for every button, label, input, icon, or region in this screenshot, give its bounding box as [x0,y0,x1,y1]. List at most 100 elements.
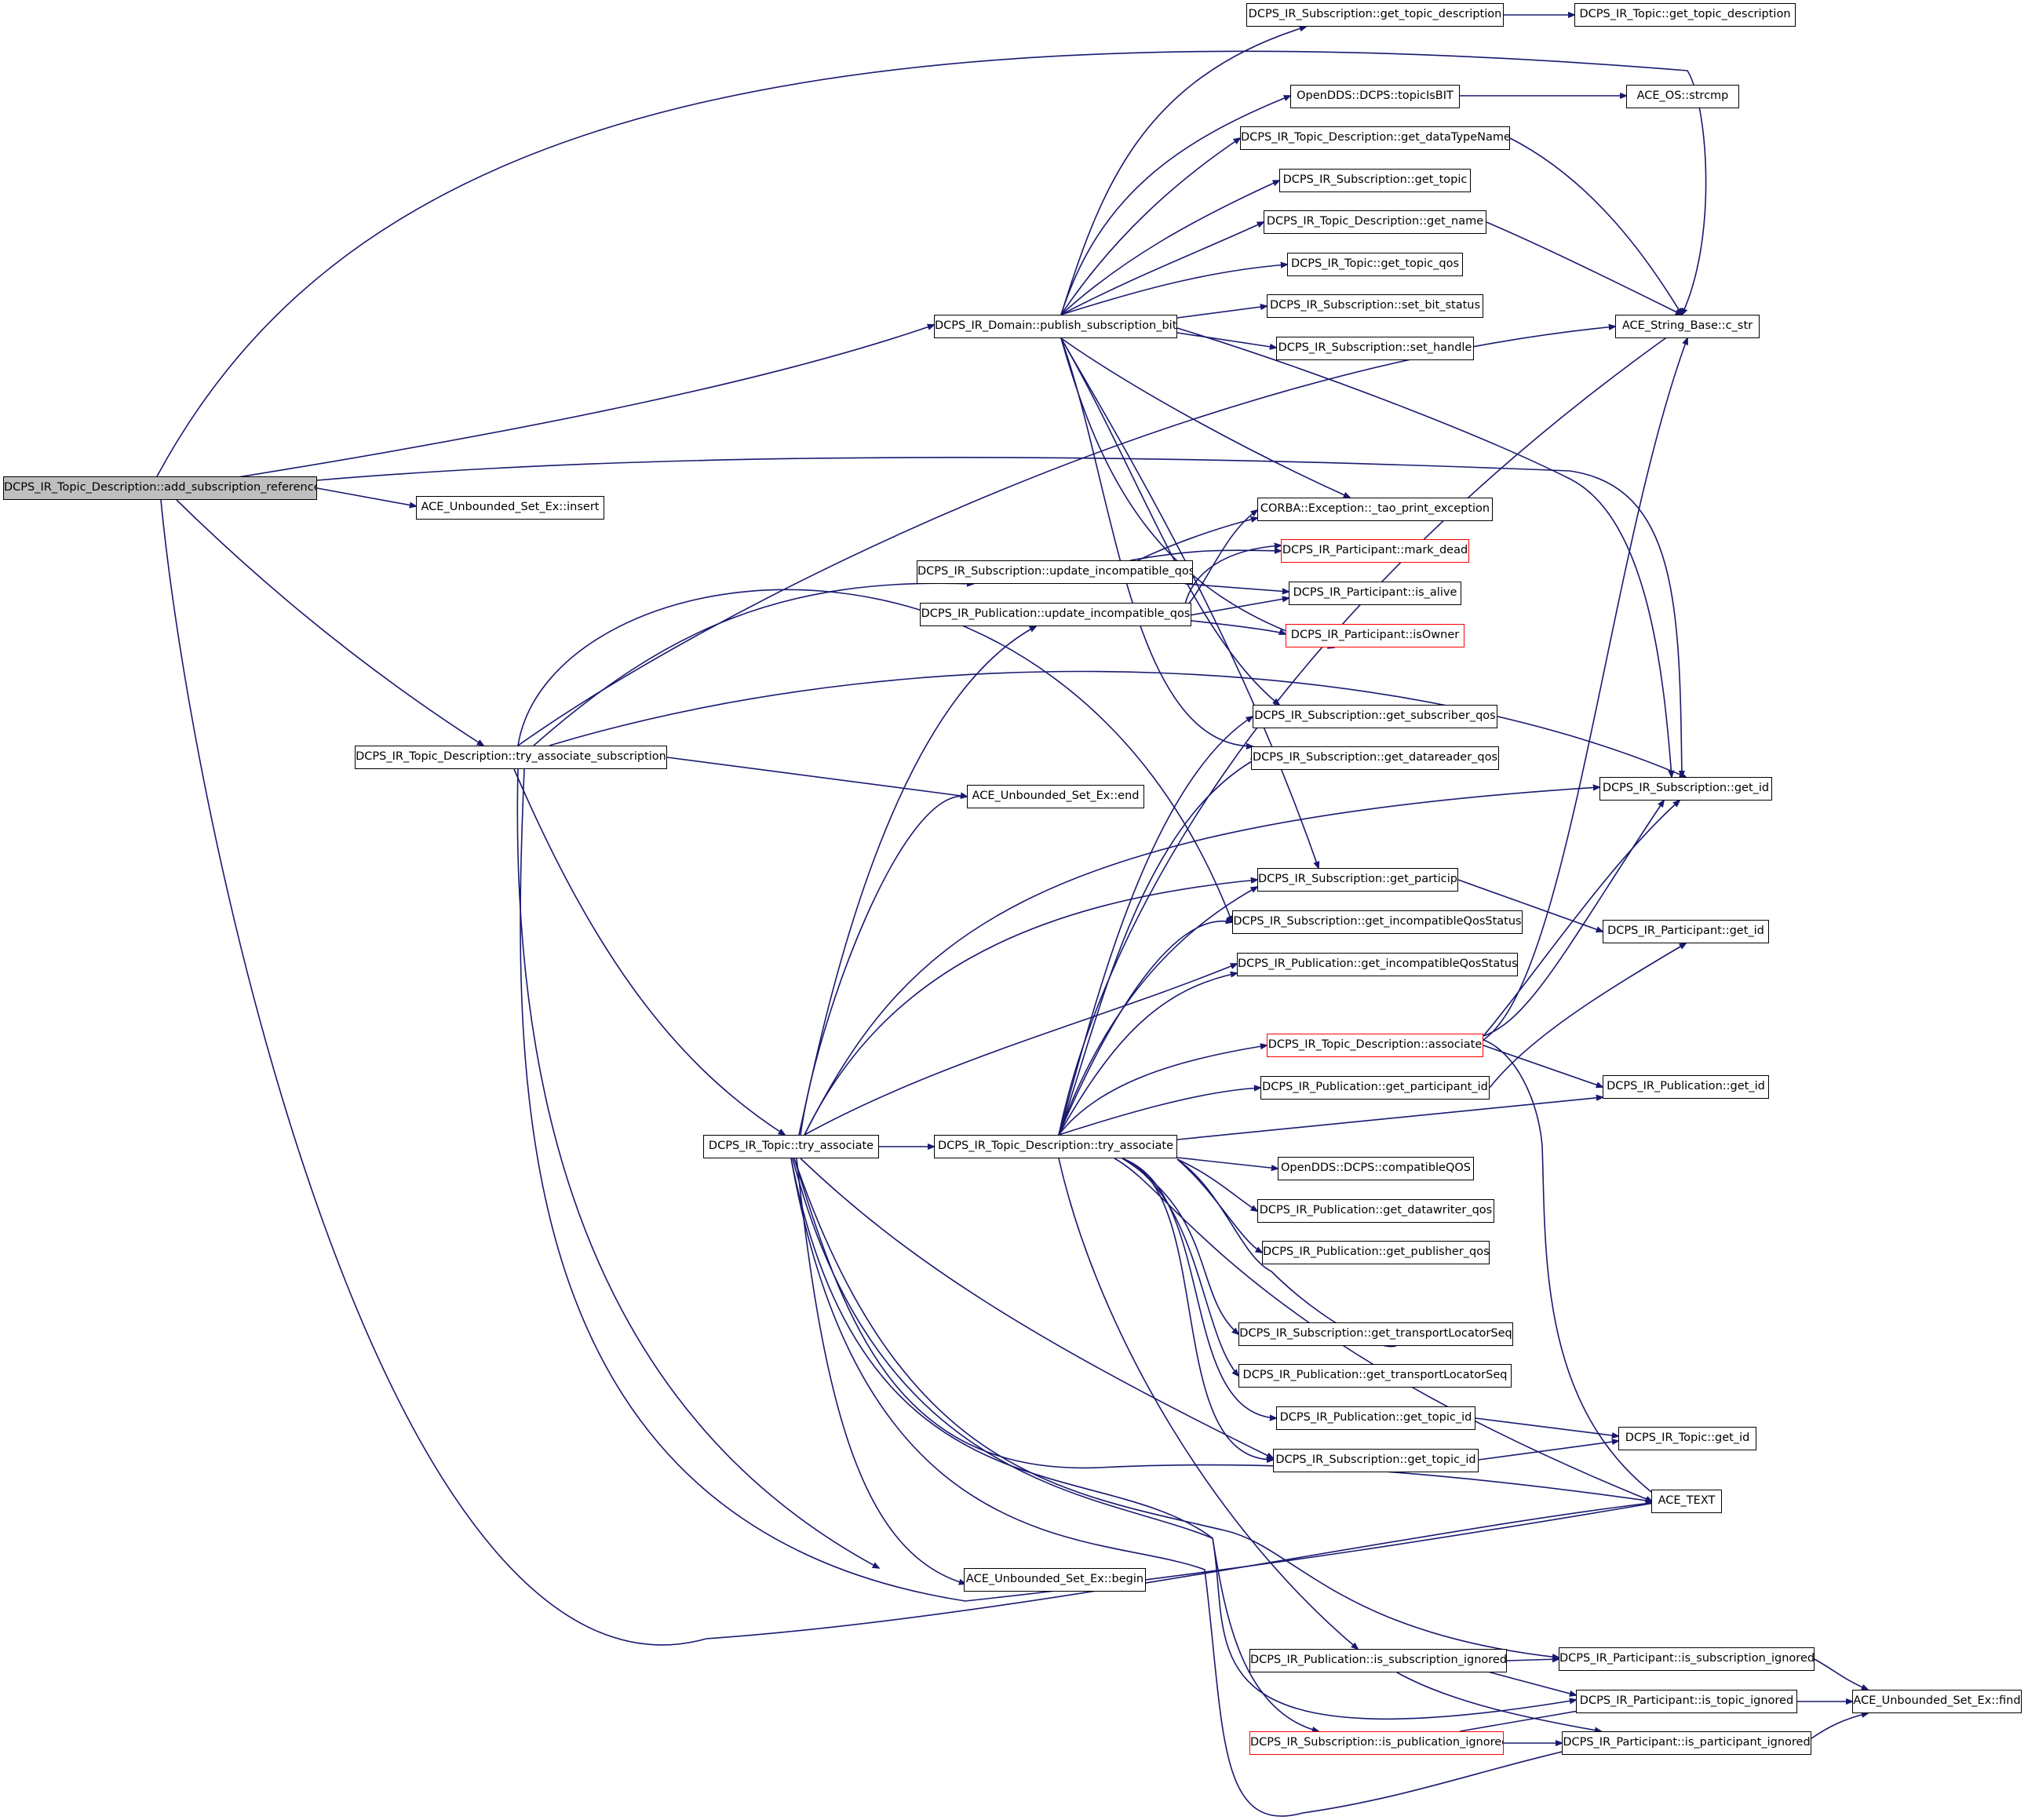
node-pub-get-id[interactable]: DCPS_IR_Publication::get_id [1603,1075,1769,1099]
node-td-try-associate[interactable]: DCPS_IR_Topic_Description::try_associate [934,1135,1177,1158]
call-edge [798,626,1036,1136]
node-sub-get-subscriber-qos[interactable]: DCPS_IR_Subscription::get_subscriber_qos [1253,705,1497,728]
node-ace-os-strcmp[interactable]: ACE_OS::strcmp [1626,85,1739,108]
call-edge [1457,879,1603,932]
call-edge [1114,1158,1652,1501]
call-edge [1060,181,1279,315]
call-edge [1058,717,1253,1136]
node-topic-try-associate[interactable]: DCPS_IR_Topic::try_associate [703,1135,879,1158]
call-edge [1483,338,1687,1041]
call-edge [316,487,416,506]
call-edge [1176,1158,1262,1253]
node-sub-get-topic-description[interactable]: DCPS_IR_Subscription::get_topic_descript… [1246,3,1504,27]
node-sub-set-handle[interactable]: DCPS_IR_Subscription::set_handle [1276,337,1474,360]
node-part-is-alive[interactable]: DCPS_IR_Participant::is_alive [1289,582,1461,605]
call-edge [1058,1158,1358,1649]
call-edge [1396,1672,1601,1731]
node-pub-get-datawriter-qos[interactable]: DCPS_IR_Publication::get_datawriter_qos [1257,1199,1494,1223]
node-topic-get-topic-qos[interactable]: DCPS_IR_Topic::get_topic_qos [1287,253,1463,276]
node-part-get-id[interactable]: DCPS_IR_Participant::get_id [1603,920,1769,943]
call-edge [1060,337,1253,746]
call-edge [796,1158,965,1584]
call-edge [1058,758,1257,1136]
call-edge [1483,1039,1664,1501]
node-sub-is-publication-ignored[interactable]: DCPS_IR_Subscription::is_publication_ign… [1249,1731,1504,1755]
node-sub-get-id[interactable]: DCPS_IR_Subscription::get_id [1599,777,1772,801]
call-edge [1058,1088,1260,1136]
call-edge [1060,264,1287,315]
node-sub-get-datareader-qos[interactable]: DCPS_IR_Subscription::get_datareader_qos [1251,746,1499,770]
call-edge [1176,327,1672,777]
call-edge [1060,96,1290,315]
node-pub-get-participant-id[interactable]: DCPS_IR_Publication::get_participant_id [1260,1076,1490,1100]
node-ace-text[interactable]: ACE_TEXT [1651,1490,1722,1513]
node-sub-get-topic[interactable]: DCPS_IR_Subscription::get_topic [1279,169,1471,192]
call-edge [1184,510,1257,609]
node-sub-set-bit-status[interactable]: DCPS_IR_Subscription::set_bit_status [1267,294,1483,318]
call-edge [793,1158,1652,1501]
call-edge [1475,1417,1618,1436]
node-topic-get-id[interactable]: DCPS_IR_Topic::get_id [1618,1427,1756,1450]
call-edge [1122,1158,1238,1376]
call-edge [1058,326,1682,1136]
node-part-is-participant-ignored[interactable]: DCPS_IR_Participant::is_participant_igno… [1562,1731,1811,1755]
call-edge [1176,1157,1278,1169]
node-pub-update-incompatible-qos[interactable]: DCPS_IR_Publication::update_incompatible… [920,603,1191,626]
call-edge [1486,221,1682,315]
node-sub-get-topic-id[interactable]: DCPS_IR_Subscription::get_topic_id [1273,1449,1479,1472]
node-td-get-name[interactable]: DCPS_IR_Topic_Description::get_name [1264,210,1486,234]
call-edge [1058,1045,1267,1136]
call-edge [1058,887,1257,1136]
call-edge [513,768,785,1135]
call-edge [203,325,934,483]
node-publish-subscription-bit[interactable]: DCPS_IR_Domain::publish_subscription_bit [934,315,1177,338]
node-part-mark-dead[interactable]: DCPS_IR_Participant::mark_dead [1281,539,1469,563]
call-edge [790,1158,1319,1731]
node-unbounded-insert[interactable]: ACE_Unbounded_Set_Ex::insert [416,496,604,520]
call-edge [1483,801,1680,1037]
node-unbounded-find[interactable]: ACE_Unbounded_Set_Ex::find [1852,1690,2022,1713]
node-try-associate-subscription[interactable]: DCPS_IR_Topic_Description::try_associate… [355,746,667,769]
call-edge [517,589,1232,922]
call-edge [1483,801,1664,1037]
node-sub-get-participant-id[interactable]: DCPS_IR_Subscription::get_participant_id [1257,868,1458,892]
node-td-associate[interactable]: DCPS_IR_Topic_Description::associate [1267,1034,1483,1057]
call-edge [520,768,1664,1602]
call-edge [549,670,1686,777]
node-unbounded-begin[interactable]: ACE_Unbounded_Set_Ex::begin [964,1568,1146,1592]
node-sub-get-incompatible-qos-status[interactable]: DCPS_IR_Subscription::get_incompatibleQo… [1232,910,1523,934]
call-edge [1814,1658,1868,1690]
call-edge [1176,332,1276,348]
node-pub-get-topic-id[interactable]: DCPS_IR_Publication::get_topic_id [1276,1406,1475,1430]
node-pub-is-subscription-ignored[interactable]: DCPS_IR_Publication::is_subscription_ign… [1249,1649,1507,1672]
call-edge [1122,1158,1273,1460]
call-edge [1811,1713,1868,1739]
node-tao-print-exception[interactable]: CORBA::Exception::_tao_print_exception [1257,498,1493,521]
node-part-is-topic-ignored[interactable]: DCPS_IR_Participant::is_topic_ignored [1576,1690,1797,1713]
node-pub-get-publisher-qos[interactable]: DCPS_IR_Publication::get_publisher_qos [1262,1241,1490,1264]
node-unbounded-end[interactable]: ACE_Unbounded_Set_Ex::end [967,785,1144,808]
call-edge [1122,1158,1276,1418]
node-topic-get-topic-description[interactable]: DCPS_IR_Topic::get_topic_description [1574,3,1796,27]
node-add-subscription-reference: DCPS_IR_Topic_Description::add_subscript… [3,476,317,500]
call-edge [1058,921,1232,1136]
call-edge [800,1158,1273,1458]
node-pub-get-transport-locator-seq[interactable]: DCPS_IR_Publication::get_transportLocato… [1238,1364,1512,1388]
call-edge [160,499,1664,1646]
call-edge [1060,337,1350,498]
node-pub-get-incompatible-qos-status[interactable]: DCPS_IR_Publication::get_incompatibleQos… [1237,953,1518,976]
call-edge [1060,337,1279,705]
call-edge [1184,619,1286,634]
node-part-is-subscription-ignored[interactable]: DCPS_IR_Participant::is_subscription_ign… [1559,1647,1815,1671]
call-edge [666,757,967,797]
call-edge [316,456,1682,777]
node-td-get-datatype-name[interactable]: DCPS_IR_Topic_Description::get_dataTypeN… [1240,126,1510,150]
node-topic-is-bit[interactable]: OpenDDS::DCPS::topicIsBIT [1290,85,1460,108]
node-sub-update-incompatible-qos[interactable]: DCPS_IR_Subscription::update_incompatibl… [917,560,1193,584]
node-sub-get-transport-locator-seq[interactable]: DCPS_IR_Subscription::get_transportLocat… [1238,1322,1513,1346]
node-part-is-owner[interactable]: DCPS_IR_Participant::isOwner [1286,624,1464,647]
call-edge [1129,550,1281,561]
node-compatible-qos[interactable]: OpenDDS::DCPS::compatibleQOS [1278,1157,1474,1180]
node-ace-string-c-str[interactable]: ACE_String_Base::c_str [1615,315,1760,338]
